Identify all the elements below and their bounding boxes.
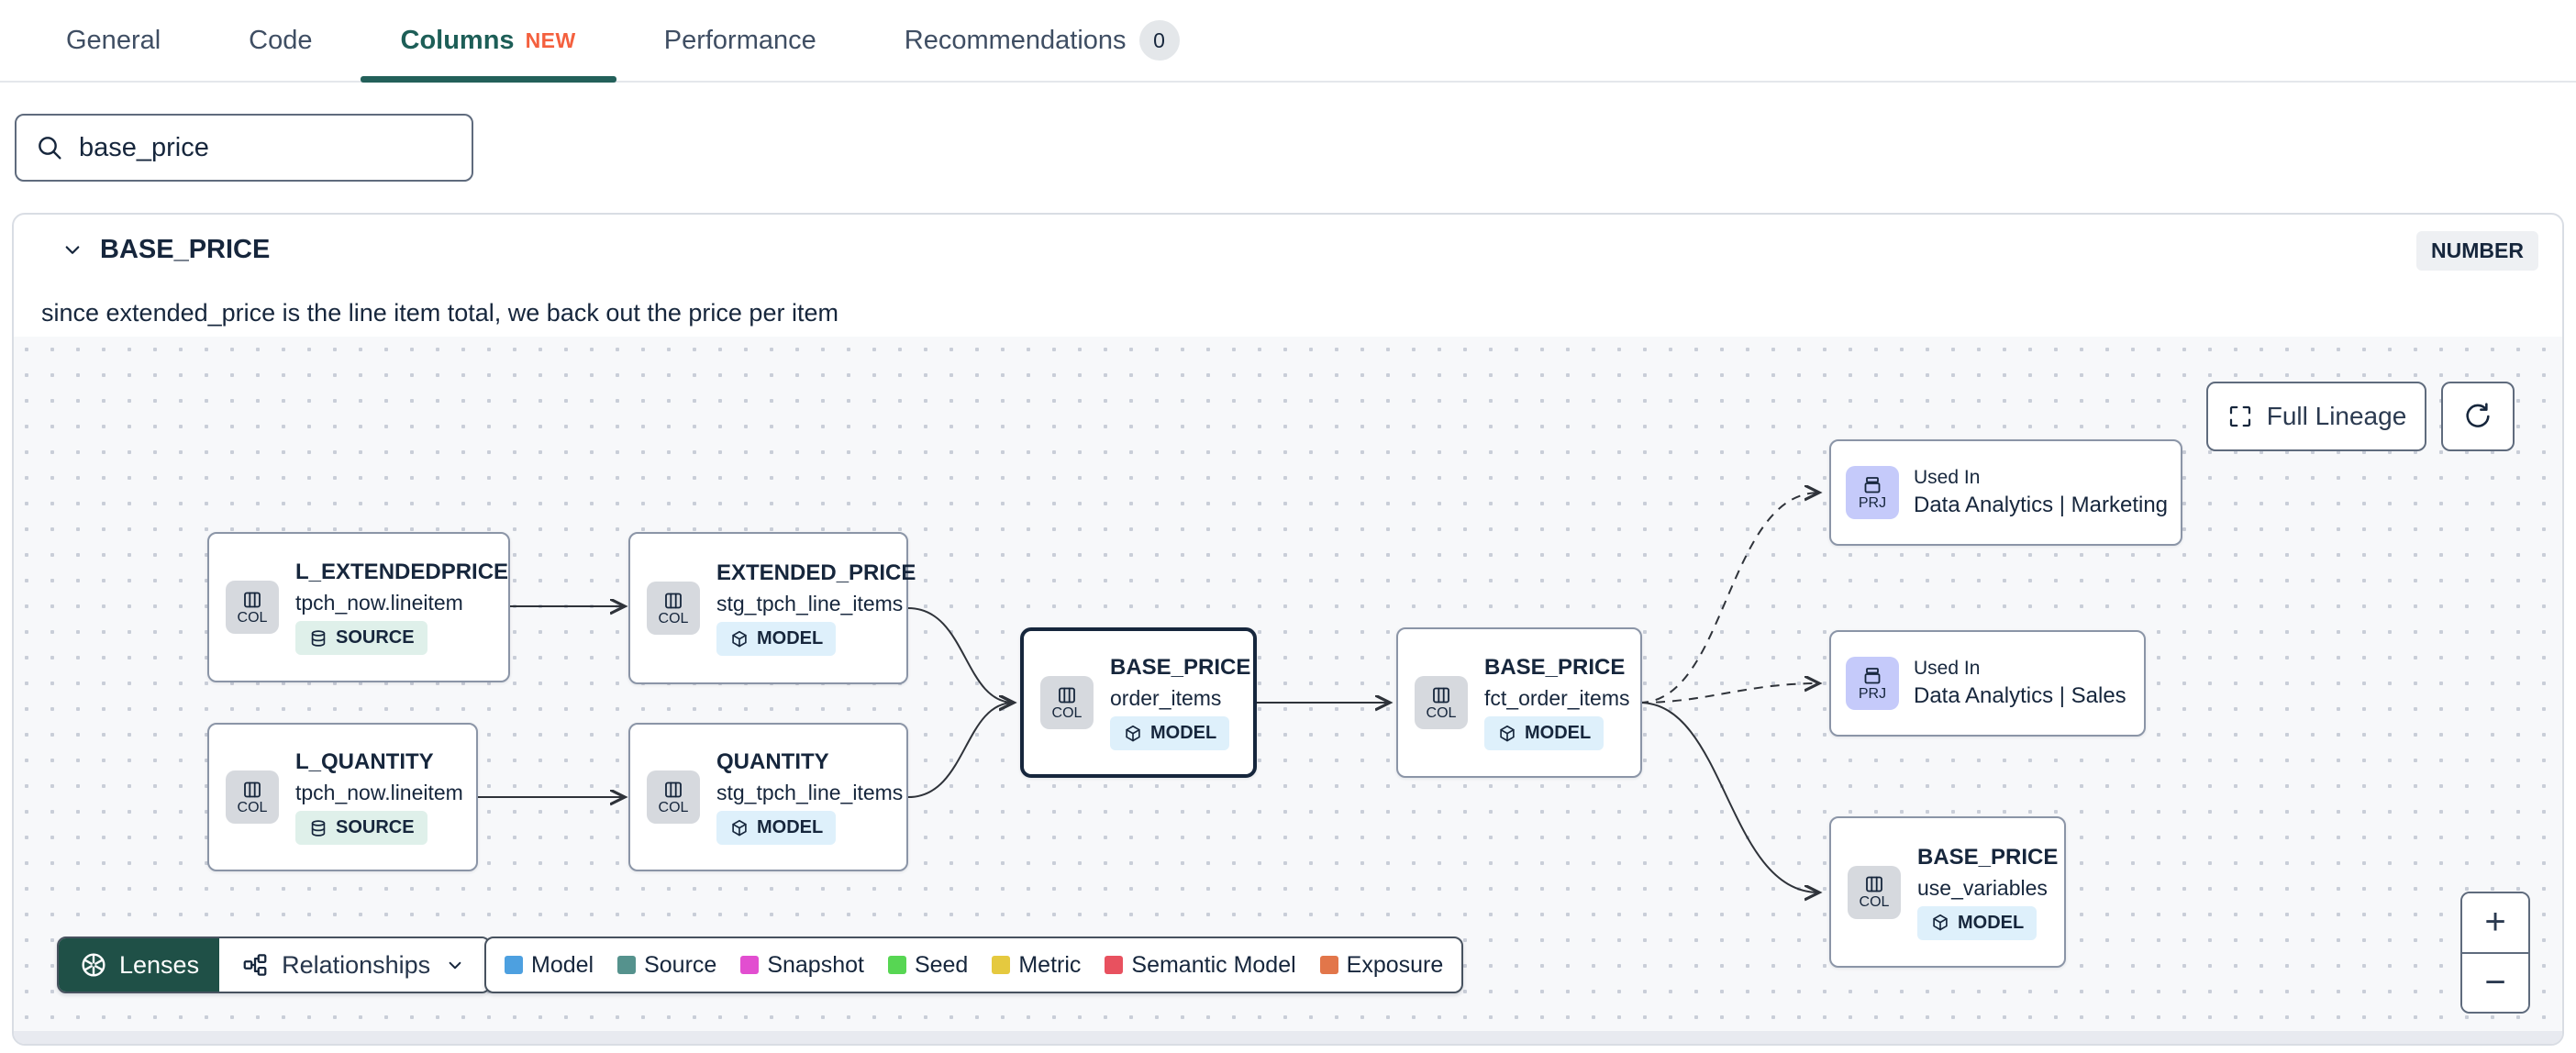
expand-icon <box>2229 405 2250 427</box>
cube-icon <box>1126 725 1140 741</box>
refresh-icon <box>2466 403 2490 427</box>
model-badge: MODEL <box>716 622 837 656</box>
node-subtitle: tpch_now.lineitem <box>295 591 463 615</box>
node-type-legend: Model Source Snapshot Seed Metric Semant… <box>484 937 1464 993</box>
node-title: EXTENDED_PRICE <box>716 560 916 585</box>
lineage-node-used-in-sales[interactable]: PRJ Used In Data Analytics | Sales <box>1829 630 2146 737</box>
zoom-out-button[interactable]: − <box>2462 953 2528 1012</box>
column-card: BASE_PRICE NUMBER since extended_price i… <box>12 213 2564 1046</box>
source-swatch <box>617 956 637 974</box>
semantic-model-swatch <box>1105 956 1124 974</box>
node-title: L_EXTENDEDPRICE <box>295 560 509 584</box>
node-kicker: Used In <box>1914 467 1981 488</box>
search-input[interactable] <box>79 132 453 163</box>
node-subtitle: order_items <box>1110 686 1222 710</box>
lineage-node-extended-price[interactable]: COL EXTENDED_PRICE stg_tpch_line_items M… <box>628 532 916 684</box>
recommendations-count-badge: 0 <box>1138 20 1180 61</box>
zoom-controls: + − <box>2460 892 2530 1014</box>
node-subtitle: stg_tpch_line_items <box>716 592 904 615</box>
horizontal-scrollbar[interactable] <box>14 1031 2562 1044</box>
node-title: Data Analytics | Marketing <box>1914 493 2169 517</box>
legend-item-seed: Seed <box>887 952 968 979</box>
column-icon: COL <box>647 582 700 635</box>
tab-columns[interactable]: Columns NEW <box>360 0 617 83</box>
node-title: Data Analytics | Sales <box>1914 683 2126 708</box>
legend-item-model: Model <box>505 952 594 979</box>
project-icon: PRJ <box>1846 466 1899 519</box>
node-title: L_QUANTITY <box>295 749 434 774</box>
legend-item-semantic-model: Semantic Model <box>1105 952 1296 979</box>
column-icon: COL <box>1848 865 1901 919</box>
new-badge: NEW <box>525 28 576 52</box>
model-swatch <box>505 956 523 974</box>
metric-swatch <box>992 956 1011 974</box>
lineage-edges <box>475 337 2562 1033</box>
column-name: BASE_PRICE <box>100 234 271 264</box>
model-badge: MODEL <box>1917 905 2037 940</box>
column-icon: COL <box>1040 676 1094 729</box>
column-search[interactable] <box>15 114 473 182</box>
lineage-node-base-price-fct-order-items[interactable]: COL BASE_PRICE fct_order_items MODEL <box>1396 627 1642 778</box>
node-title: BASE_PRICE <box>1484 655 1626 680</box>
column-icon: COL <box>647 770 700 824</box>
model-badge: MODEL <box>1110 716 1230 750</box>
refresh-button[interactable] <box>2441 382 2515 451</box>
cube-icon <box>732 630 747 647</box>
tab-code[interactable]: Code <box>249 25 313 55</box>
lineage-node-used-in-marketing[interactable]: PRJ Used In Data Analytics | Marketing <box>1829 439 2182 546</box>
column-icon: COL <box>1415 676 1468 729</box>
lineage-node-base-price-order-items[interactable]: COL BASE_PRICE order_items MODEL <box>1020 627 1257 778</box>
legend-item-exposure: Exposure <box>1319 952 1443 979</box>
tab-bar: General Code Columns NEW Performance Rec… <box>0 0 2576 83</box>
legend-item-source: Source <box>617 952 716 979</box>
column-description: since extended_price is the line item to… <box>41 299 838 327</box>
node-subtitle: tpch_now.lineitem <box>295 781 463 804</box>
tab-performance[interactable]: Performance <box>663 25 816 55</box>
node-title: QUANTITY <box>716 749 829 774</box>
lenses-button[interactable]: Lenses <box>59 938 220 992</box>
legend-item-metric: Metric <box>992 952 1081 979</box>
tab-general[interactable]: General <box>66 25 161 55</box>
column-card-header: BASE_PRICE NUMBER <box>14 215 2562 284</box>
relationships-dropdown[interactable]: Relationships <box>219 938 490 992</box>
lineage-node-l-extendedprice[interactable]: COL L_EXTENDEDPRICE tpch_now.lineitem SO… <box>207 532 510 682</box>
snapshot-swatch <box>740 956 760 974</box>
node-title: BASE_PRICE <box>1110 655 1251 680</box>
collapse-chevron-icon[interactable] <box>54 231 91 268</box>
node-subtitle: stg_tpch_line_items <box>716 781 904 804</box>
model-badge: MODEL <box>1484 716 1604 750</box>
node-subtitle: fct_order_items <box>1484 686 1630 710</box>
lineage-node-l-quantity[interactable]: COL L_QUANTITY tpch_now.lineitem SOURCE <box>207 723 478 871</box>
column-icon: COL <box>226 770 279 824</box>
model-badge: MODEL <box>716 811 837 845</box>
database-icon <box>311 819 326 837</box>
node-title: BASE_PRICE <box>1917 844 2059 870</box>
lineage-canvas[interactable]: COL L_EXTENDEDPRICE tpch_now.lineitem SO… <box>14 337 2562 1033</box>
full-lineage-button[interactable]: Full Lineage <box>2206 382 2426 451</box>
column-icon: COL <box>226 581 279 634</box>
zoom-in-button[interactable]: + <box>2462 893 2528 954</box>
lineage-node-base-price-use-variables[interactable]: COL BASE_PRICE use_variables MODEL <box>1829 816 2066 968</box>
column-type-badge: NUMBER <box>2416 231 2538 271</box>
tab-recommendations[interactable]: Recommendations 0 <box>905 0 1180 81</box>
legend-item-snapshot: Snapshot <box>740 952 864 979</box>
cube-icon <box>732 819 747 836</box>
source-badge: SOURCE <box>295 811 427 845</box>
lenses-toolbar: Lenses Relationships <box>57 937 492 993</box>
source-badge: SOURCE <box>295 621 427 655</box>
aperture-icon <box>82 953 105 977</box>
seed-swatch <box>887 956 906 974</box>
search-icon <box>35 133 64 162</box>
cube-icon <box>1500 725 1515 741</box>
lineage-node-quantity[interactable]: COL QUANTITY stg_tpch_line_items MODEL <box>628 723 908 871</box>
exposure-swatch <box>1319 956 1338 974</box>
node-kicker: Used In <box>1914 658 1981 679</box>
project-icon: PRJ <box>1846 657 1899 710</box>
cube-icon <box>1933 914 1948 931</box>
node-subtitle: use_variables <box>1917 875 2048 900</box>
relationships-icon <box>243 954 267 976</box>
chevron-down-icon <box>449 961 461 970</box>
database-icon <box>311 629 326 647</box>
